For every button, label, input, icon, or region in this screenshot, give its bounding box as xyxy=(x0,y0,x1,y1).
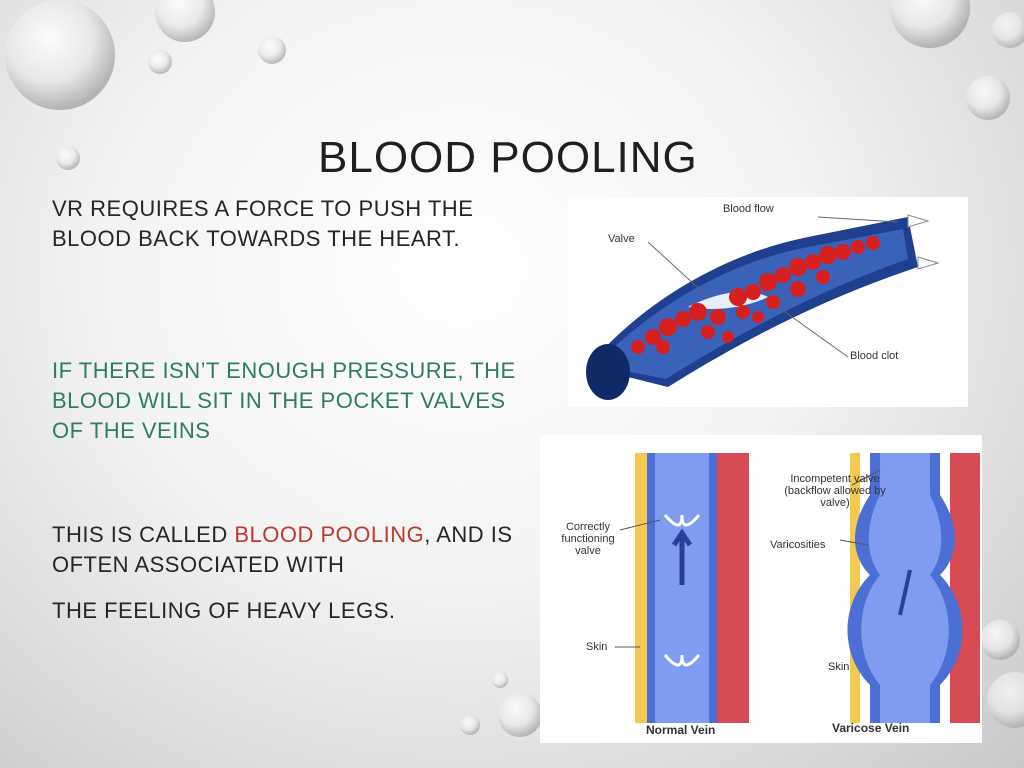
paragraph-blood-pooling: THIS IS CALLED BLOOD POOLING, AND IS OFT… xyxy=(52,520,522,580)
label-blood-clot: Blood clot xyxy=(850,350,899,362)
paragraph3-suffix: , AND IS OFTEN ASSOCIATED WITH xyxy=(52,522,513,577)
blood-clot-illustration: Blood flow Valve Blood clot xyxy=(568,197,968,407)
vein-comparison-drawing xyxy=(615,453,980,723)
label-correct-valve: Correctly functioning valve xyxy=(561,521,615,557)
label-skin-left: Skin xyxy=(586,641,608,653)
label-incompetent-valve: Incompetent valve (backflow allowed by v… xyxy=(784,473,886,509)
paragraph-heavy-legs: THE FEELING OF HEAVY LEGS. xyxy=(52,598,396,623)
label-varicose-vein: Varicose Vein xyxy=(832,721,910,735)
blood-pooling-highlight: BLOOD POOLING xyxy=(234,522,425,547)
normal-vs-varicose-vein-illustration: Incompetent valve (backflow allowed by v… xyxy=(540,435,982,743)
label-normal-vein: Normal Vein xyxy=(646,723,716,737)
paragraph-pressure: IF THERE ISN’T ENOUGH PRESSURE, THE BLOO… xyxy=(52,358,516,443)
label-skin-right: Skin xyxy=(828,661,850,673)
paragraph3-prefix: THIS IS CALLED xyxy=(52,522,235,547)
paragraph-force: VR REQUIRES A FORCE TO PUSH THE BLOOD BA… xyxy=(52,196,474,251)
label-blood-flow: Blood flow xyxy=(723,203,774,215)
label-valve: Valve xyxy=(608,233,635,245)
label-varicosities: Varicosities xyxy=(770,539,826,551)
vein-clot-drawing xyxy=(586,214,940,400)
slide-title: BLOOD POOLING xyxy=(318,133,698,182)
